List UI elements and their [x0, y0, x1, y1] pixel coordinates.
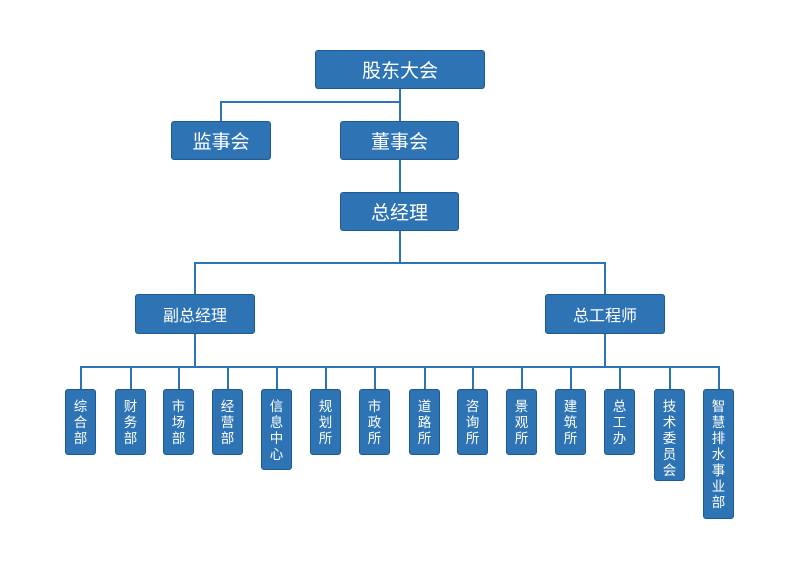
connector-supervisory-branch	[220, 101, 401, 103]
dept-label: 咨询所	[465, 399, 480, 447]
connector-board-gm	[399, 159, 401, 193]
node-shareholders-label: 股东大会	[361, 60, 438, 82]
dept-box: 财务部	[115, 389, 146, 455]
connector-deputy-bottom	[194, 333, 196, 367]
dept-box: 技术委员会	[654, 389, 685, 481]
node-gm-label: 总经理	[370, 202, 428, 224]
node-shareholders: 股东大会	[315, 50, 485, 89]
connector-dept-drop	[570, 366, 572, 390]
connector-dept-drop	[80, 366, 82, 390]
connector-level3-bar	[194, 262, 606, 264]
node-gm: 总经理	[340, 192, 459, 231]
dept-box: 市场部	[163, 389, 194, 455]
connector-deputy-down	[194, 262, 196, 295]
connector-dept-drop	[718, 366, 720, 390]
dept-box: 信息中心	[261, 389, 292, 470]
connector-dept-drop	[619, 366, 621, 390]
dept-box: 市政所	[359, 389, 390, 455]
dept-label: 技术委员会	[662, 399, 677, 479]
dept-box: 规划所	[310, 389, 341, 455]
dept-box: 经营部	[212, 389, 243, 455]
node-deputy-gm: 副总经理	[135, 294, 255, 334]
connector-dept-drop	[374, 366, 376, 390]
connector-dept-drop	[276, 366, 278, 390]
node-chief-engineer: 总工程师	[545, 294, 665, 334]
connector-dept-drop	[325, 366, 327, 390]
dept-label: 市场部	[171, 399, 186, 447]
connector-dept-drop	[424, 366, 426, 390]
connector-dept-bar	[80, 366, 720, 368]
dept-label: 道路所	[417, 399, 432, 447]
dept-label: 总工办	[612, 399, 627, 447]
dept-box: 综合部	[65, 389, 96, 455]
dept-box: 咨询所	[457, 389, 488, 455]
node-supervisory-label: 监事会	[192, 131, 250, 153]
dept-label: 建筑所	[563, 399, 578, 447]
node-deputy-gm-label: 副总经理	[162, 306, 227, 325]
connector-dept-drop	[472, 366, 474, 390]
dept-label: 智慧排水事业部	[711, 399, 726, 511]
dept-label: 综合部	[73, 399, 88, 447]
node-board-label: 董事会	[370, 131, 428, 153]
dept-label: 经营部	[220, 399, 235, 447]
connector-shareholders-down	[399, 88, 401, 123]
dept-label: 市政所	[367, 399, 382, 447]
connector-dept-drop	[521, 366, 523, 390]
connector-dept-drop	[130, 366, 132, 390]
node-board: 董事会	[340, 121, 459, 160]
connector-dept-drop	[669, 366, 671, 390]
connector-chief-down	[604, 262, 606, 295]
connector-supervisory-down	[220, 101, 222, 122]
dept-box: 景观所	[506, 389, 537, 455]
dept-label: 财务部	[123, 399, 138, 447]
connector-chief-bottom	[604, 333, 606, 367]
dept-box: 智慧排水事业部	[703, 389, 734, 519]
dept-box: 建筑所	[555, 389, 586, 455]
dept-label: 景观所	[514, 399, 529, 447]
dept-box: 道路所	[409, 389, 440, 455]
dept-label: 规划所	[318, 399, 333, 447]
node-chief-engineer-label: 总工程师	[572, 306, 637, 325]
connector-dept-drop	[227, 366, 229, 390]
dept-label: 信息中心	[269, 399, 284, 463]
connector-gm-down	[399, 230, 401, 263]
connector-dept-drop	[178, 366, 180, 390]
dept-box: 总工办	[604, 389, 635, 455]
node-supervisory: 监事会	[171, 121, 271, 160]
